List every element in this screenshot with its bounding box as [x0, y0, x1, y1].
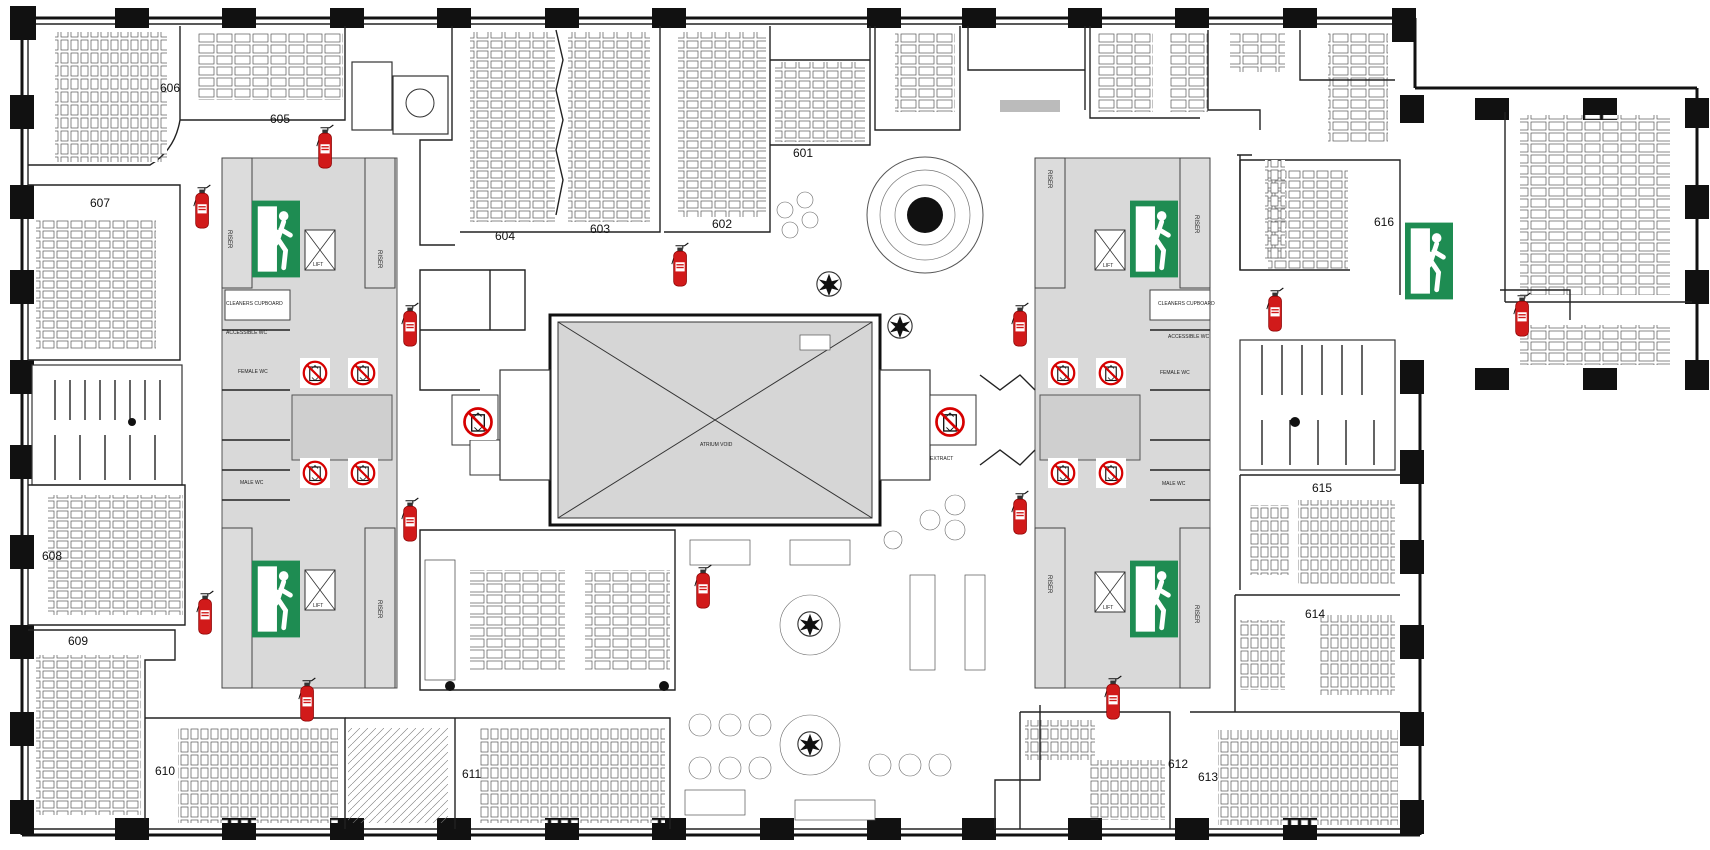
plant-icon — [816, 271, 842, 297]
fire-extinguisher-icon — [1011, 302, 1029, 347]
room-609[interactable]: 609 — [28, 629, 176, 820]
feature-stair-top — [866, 156, 984, 274]
room-label-601: 601 — [793, 146, 813, 160]
accessible-wc-right: ACCESSIBLE WC — [1168, 334, 1210, 340]
room-label-602: 602 — [712, 217, 732, 231]
room-610[interactable]: 610 — [145, 717, 346, 829]
room-label-610: 610 — [155, 764, 175, 778]
no-lift-in-fire-icon — [1096, 458, 1126, 488]
plant-icon — [797, 611, 823, 637]
atrium-void: ATRIUM VOID — [499, 313, 931, 527]
room-613[interactable]: 613 — [1190, 711, 1400, 825]
room-label-609: 609 — [68, 634, 88, 648]
fire-extinguisher-icon — [196, 590, 214, 635]
cleaners-cupboard-left: CLEANERS CUPBOARD — [226, 301, 283, 307]
female-wc-left: FEMALE WC — [238, 369, 268, 375]
lift-label-right-bottom: LIFT — [1103, 605, 1113, 611]
no-lift-in-fire-icon — [348, 458, 378, 488]
fire-extinguisher-icon — [401, 302, 419, 347]
room-label-605: 605 — [270, 112, 290, 126]
fire-extinguisher-icon — [1513, 292, 1531, 337]
room-label-606: 606 — [160, 81, 180, 95]
open-office-right-centre — [994, 154, 1285, 829]
room-label-603: 603 — [590, 222, 610, 236]
cleaners-cupboard-right: CLEANERS CUPBOARD — [1158, 301, 1215, 307]
room-label-612: 612 — [1168, 757, 1188, 771]
plant-icon — [797, 731, 823, 757]
fire-extinguisher-icon — [316, 124, 334, 169]
room-label-607: 607 — [90, 196, 110, 210]
structural-columns — [10, 6, 1709, 840]
open-office-left-lower — [419, 529, 676, 691]
room-label-614: 614 — [1305, 607, 1325, 621]
riser-label-right-3: RISER — [1046, 575, 1052, 594]
riser-label-left-2: RISER — [376, 250, 382, 269]
room-label-615: 615 — [1312, 481, 1332, 495]
accessible-wc-left: ACCESSIBLE WC — [226, 330, 268, 336]
riser-label-right-1: RISER — [1046, 170, 1052, 189]
room-612[interactable]: 612 — [1019, 711, 1188, 829]
extract-label-right: EXTRACT — [930, 456, 953, 462]
emergency-exit-icon — [1130, 561, 1178, 638]
male-wc-right: MALE WC — [1162, 481, 1186, 487]
fire-extinguisher-icon — [193, 184, 211, 229]
room-615[interactable]: 615 — [1239, 474, 1400, 590]
room-616[interactable]: 616 — [1239, 159, 1401, 295]
room-label-611: 611 — [462, 767, 481, 781]
lift-label-left-top: LIFT — [313, 262, 323, 268]
fire-extinguisher-icon — [671, 242, 689, 287]
core-right: RISER RISER RISER RISER LIFT LIFT CLEANE… — [1034, 157, 1215, 689]
room-608[interactable]: 608 — [28, 484, 186, 626]
room-607[interactable]: 607 — [28, 184, 181, 361]
room-604[interactable]: 604 — [470, 32, 555, 243]
no-lift-in-fire-icon — [1096, 358, 1126, 388]
room-606[interactable]: 606 — [28, 26, 181, 166]
no-lift-in-fire-icon — [932, 404, 968, 440]
no-lift-in-fire-icon — [300, 358, 330, 388]
emergency-exit-icon — [1405, 223, 1453, 300]
room-614[interactable]: 614 — [1234, 594, 1400, 712]
core-left: RISER RISER RISER LIFT LIFT CLEANERS CUP… — [221, 157, 398, 689]
room-label-616: 616 — [1374, 215, 1394, 229]
fire-extinguisher-icon — [1011, 490, 1029, 535]
no-lift-in-fire-icon — [1048, 358, 1078, 388]
room-603[interactable]: 603 — [460, 26, 661, 236]
atrium-label: ATRIUM VOID — [700, 442, 733, 448]
no-lift-in-fire-icon — [460, 404, 496, 440]
room-611[interactable]: 611 — [345, 717, 671, 829]
breakout-seating — [684, 191, 986, 821]
emergency-exit-icon — [252, 561, 300, 638]
emergency-exit-icon — [252, 201, 300, 278]
room-602[interactable]: 602 — [664, 26, 771, 233]
fire-extinguisher-icon — [694, 564, 712, 609]
fire-extinguisher-icon — [401, 497, 419, 542]
open-office-top-centre — [874, 26, 1395, 142]
riser-label-right-2: RISER — [1193, 215, 1199, 234]
riser-label-right-4: RISER — [1193, 605, 1199, 624]
female-wc-right: FEMALE WC — [1160, 370, 1190, 376]
room-605[interactable]: 605 — [180, 26, 346, 126]
riser-label-left-1: RISER — [226, 230, 232, 249]
no-lift-in-fire-icon — [1048, 458, 1078, 488]
emergency-exit-icon — [1130, 201, 1178, 278]
open-office-right-wing — [1500, 112, 1692, 365]
stair-core-top-left — [351, 26, 455, 246]
room-601[interactable]: 601 — [770, 26, 871, 160]
room-label-608: 608 — [42, 549, 62, 563]
no-lift-in-fire-icon — [348, 358, 378, 388]
lift-label-right-top: LIFT — [1103, 263, 1113, 269]
toilets-left — [31, 364, 183, 486]
no-lift-in-fire-icon — [300, 458, 330, 488]
lift-label-left-bottom: LIFT — [313, 603, 323, 609]
room-label-613: 613 — [1198, 770, 1218, 784]
fire-extinguisher-icon — [1266, 287, 1284, 332]
toilets-right — [1239, 339, 1396, 471]
plant-icon — [887, 313, 913, 339]
male-wc-left: MALE WC — [240, 480, 264, 486]
riser-label-left-3: RISER — [376, 600, 382, 619]
room-label-604: 604 — [495, 229, 515, 243]
